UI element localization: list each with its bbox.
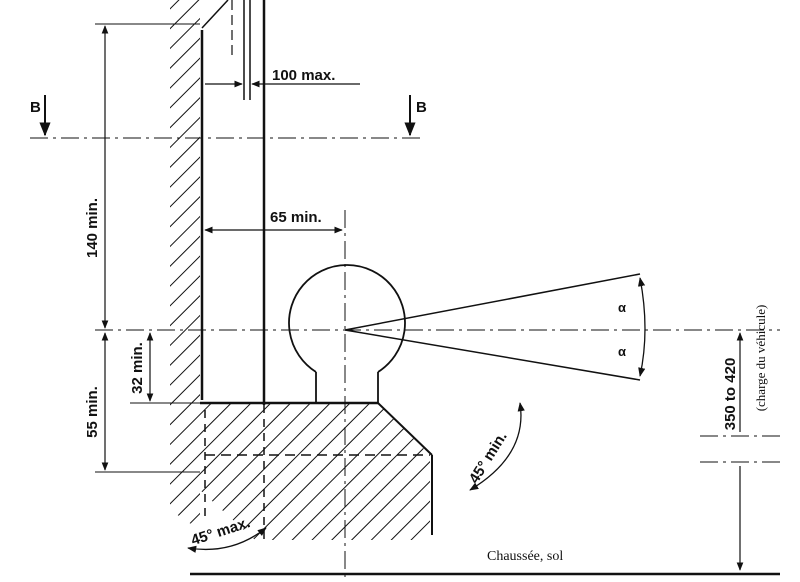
low-min-label: 55 min. — [84, 386, 101, 438]
alpha-cone — [344, 273, 646, 381]
coupling-ball — [288, 264, 406, 403]
alpha-bottom-label: α — [618, 344, 626, 359]
ground-label: Chaussée, sol — [487, 549, 563, 564]
width-max-label: 100 max. — [272, 67, 335, 84]
base-block — [200, 401, 433, 540]
section-b-right-label: B — [416, 99, 427, 116]
height-min-label: 140 min. — [84, 198, 101, 258]
vertical-plates — [201, 0, 266, 540]
section-b-left-label: B — [30, 99, 41, 116]
dimension-lines — [95, 23, 780, 576]
offset-min-label: 65 min. — [270, 209, 322, 226]
alpha-top-label: α — [618, 300, 626, 315]
small-min-label: 32 min. — [129, 342, 146, 394]
wall-hatching — [170, 0, 204, 530]
section-b-markers — [39, 95, 416, 137]
height-range-label: 350 to 420 — [722, 358, 739, 431]
vehicle-load-label: (charge du véhicule) — [753, 305, 768, 412]
centerlines — [30, 137, 780, 582]
